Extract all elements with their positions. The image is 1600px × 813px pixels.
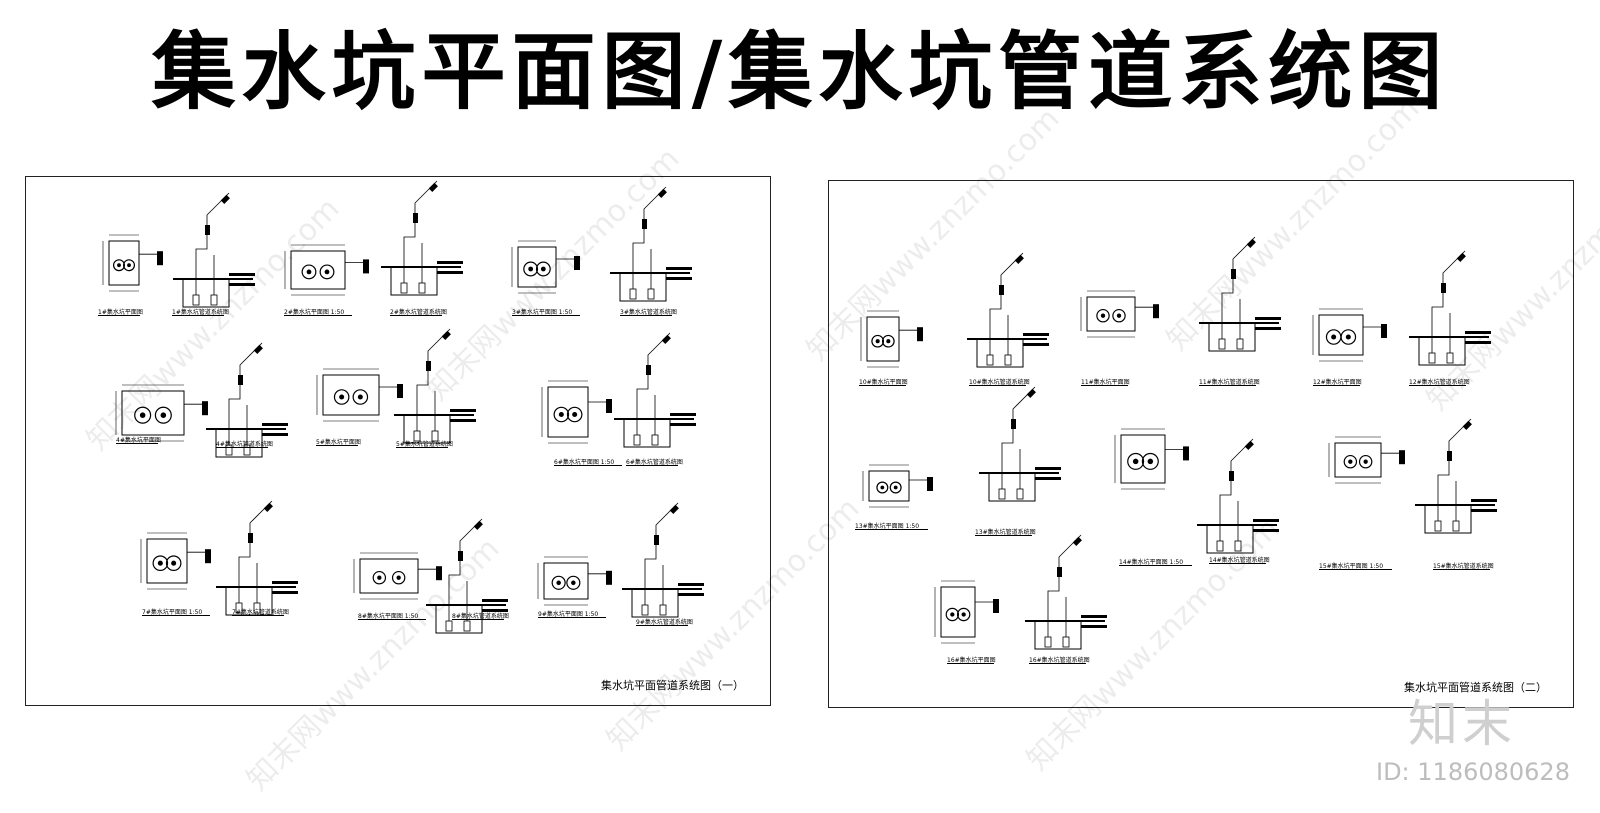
system-label: 13#集水坑管道系统图 — [975, 529, 1036, 536]
plan-label: 8#集水坑平面图 1:50 — [358, 613, 419, 620]
sheet-2-drawings — [860, 236, 1497, 650]
pipe-system-1-0 — [967, 252, 1049, 368]
pipe-system-1-2 — [1409, 250, 1491, 366]
pit-plan-0-7 — [353, 552, 442, 600]
pit-plan-1-6 — [934, 580, 999, 644]
plan-label: 4#集水坑平面图 — [116, 437, 161, 444]
plan-label: 12#集水坑平面图 — [1313, 379, 1362, 386]
pipe-system-1-5 — [1415, 418, 1497, 534]
drawing-sheet-1: 集水坑平面管道系统图（一） 1#集水坑平面图 2#集水坑平面图 1:50 3#集水坑… — [25, 176, 771, 706]
pipe-system-0-1 — [381, 180, 463, 296]
system-label: 15#集水坑管道系统图 — [1433, 563, 1494, 570]
plan-label: 14#集水坑平面图 1:50 — [1119, 559, 1184, 566]
plan-label: 13#集水坑平面图 1:50 — [855, 523, 920, 530]
pipe-system-0-4 — [394, 328, 476, 444]
plan-label: 5#集水坑平面图 — [316, 439, 361, 446]
pit-plan-1-1 — [1080, 290, 1159, 338]
system-label: 9#集水坑管道系统图 — [636, 619, 693, 626]
pipe-system-0-2 — [610, 186, 692, 302]
drawing-sheet-2: 集水坑平面管道系统图（二） 10#集水坑平面图 11#集水坑平面图 12#集水坑平面… — [828, 180, 1574, 708]
pit-plan-1-2 — [1312, 308, 1387, 362]
pipe-system-0-5 — [614, 332, 696, 448]
system-label: 7#集水坑管道系统图 — [232, 609, 289, 616]
system-label: 16#集水坑管道系统图 — [1029, 657, 1090, 664]
system-label: 10#集水坑管道系统图 — [969, 379, 1030, 386]
pipe-system-1-3 — [979, 386, 1061, 502]
plan-label: 11#集水坑平面图 — [1081, 379, 1130, 386]
sheet-2-caption: 集水坑平面管道系统图（二） — [1404, 681, 1547, 694]
sheet-1-caption: 集水坑平面管道系统图（一） — [601, 679, 744, 692]
plan-label: 10#集水坑平面图 — [859, 379, 908, 386]
system-label: 6#集水坑管道系统图 — [626, 459, 683, 466]
system-label: 1#集水坑管道系统图 — [172, 309, 229, 316]
system-label: 8#集水坑管道系统图 — [452, 613, 509, 620]
pit-plan-0-1 — [284, 244, 369, 296]
pit-plan-0-6 — [140, 532, 211, 590]
sheet-1-drawings — [102, 180, 704, 634]
pipe-system-1-6 — [1025, 534, 1107, 650]
plan-label: 2#集水坑平面图 1:50 — [284, 309, 345, 316]
system-label: 4#集水坑管道系统图 — [216, 441, 273, 448]
image-id: ID: 1186080628 — [1376, 758, 1570, 786]
plan-label: 1#集水坑平面图 — [98, 309, 143, 316]
pit-plan-1-3 — [862, 464, 933, 508]
pit-plan-1-0 — [860, 310, 923, 368]
system-label: 2#集水坑管道系统图 — [390, 309, 447, 316]
pit-plan-0-5 — [541, 380, 612, 444]
pit-plan-0-4 — [316, 368, 403, 422]
pipe-system-0-6 — [216, 500, 298, 616]
system-label: 11#集水坑管道系统图 — [1199, 379, 1260, 386]
plan-label: 15#集水坑平面图 1:50 — [1319, 563, 1384, 570]
plan-label: 16#集水坑平面图 — [947, 657, 996, 664]
pipe-system-0-8 — [622, 502, 704, 618]
system-label: 3#集水坑管道系统图 — [620, 309, 677, 316]
brand-logo: 知末 — [1408, 695, 1516, 753]
pit-plan-0-2 — [511, 240, 580, 294]
plan-label: 7#集水坑平面图 1:50 — [142, 609, 203, 616]
pipe-system-0-3 — [206, 342, 288, 458]
plan-label: 9#集水坑平面图 1:50 — [538, 611, 599, 618]
plan-label: 6#集水坑平面图 1:50 — [554, 459, 615, 466]
pipe-system-0-0 — [173, 192, 255, 308]
pit-plan-1-5 — [1328, 436, 1405, 484]
pipe-system-1-1 — [1199, 236, 1281, 352]
plan-label: 3#集水坑平面图 1:50 — [512, 309, 573, 316]
system-label: 5#集水坑管道系统图 — [396, 441, 453, 448]
system-label: 14#集水坑管道系统图 — [1209, 557, 1270, 564]
pit-plan-1-4 — [1114, 428, 1189, 490]
pipe-system-1-4 — [1197, 438, 1279, 554]
system-label: 12#集水坑管道系统图 — [1409, 379, 1470, 386]
page-title: 集水坑平面图/集水坑管道系统图 — [151, 22, 1449, 121]
pit-plan-0-0 — [102, 234, 163, 292]
pit-plan-0-8 — [537, 556, 612, 606]
pit-plan-0-3 — [115, 384, 208, 442]
